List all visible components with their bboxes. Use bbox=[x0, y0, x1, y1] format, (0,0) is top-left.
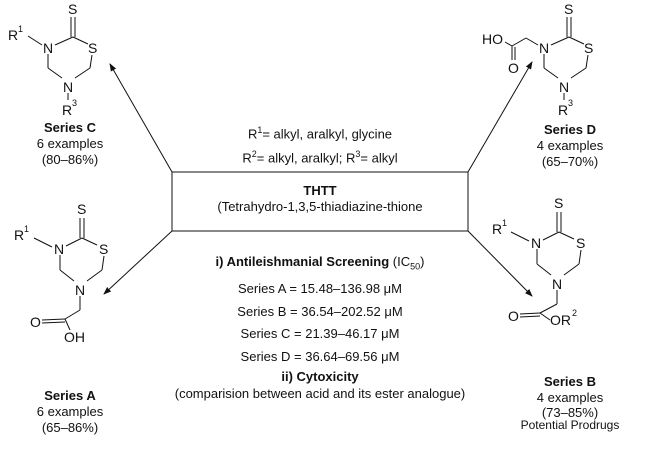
series-d-label: Series D 4 examples (65–70%) bbox=[520, 122, 620, 170]
svg-text:1: 1 bbox=[502, 218, 507, 228]
svg-text:S: S bbox=[77, 201, 86, 217]
thtt-subtitle: (Tetrahydro-1,3,5-thiadiazine-thione bbox=[217, 199, 423, 214]
arrow-to-series-a bbox=[103, 230, 173, 295]
arrow-to-series-c bbox=[109, 63, 173, 173]
series-a-examples: 6 examples bbox=[36, 404, 104, 419]
svg-text:O: O bbox=[30, 314, 41, 330]
series-a-label: Series A 6 examples (65–86%) bbox=[20, 388, 120, 436]
svg-text:OH: OH bbox=[64, 329, 85, 345]
svg-text:N: N bbox=[531, 235, 541, 251]
svg-text:R: R bbox=[8, 27, 18, 43]
series-d-yield: (65–70%) bbox=[541, 154, 599, 169]
svg-text:N: N bbox=[63, 79, 73, 95]
thtt-title: THTT bbox=[303, 183, 337, 198]
svg-text:R: R bbox=[558, 102, 568, 118]
screening-row-b: Series B = 36.54–202.52 μM bbox=[237, 303, 403, 319]
substituent-line-2: R2= alkyl, aralkyl; R3= alkyl bbox=[242, 149, 398, 166]
svg-text:N: N bbox=[552, 276, 562, 292]
svg-text:HO: HO bbox=[482, 31, 503, 47]
substituent-definitions: R1= alkyl, aralkyl, glycine R2= alkyl, a… bbox=[172, 122, 468, 167]
svg-text:R: R bbox=[492, 221, 502, 237]
svg-text:N: N bbox=[54, 241, 64, 257]
svg-text:O: O bbox=[508, 60, 519, 76]
series-d-name: Series D bbox=[543, 122, 597, 137]
arrow-to-series-b bbox=[467, 230, 533, 297]
substituent-line-1: R1= alkyl, aralkyl, glycine bbox=[247, 125, 393, 142]
svg-text:R: R bbox=[62, 102, 72, 118]
svg-text:3: 3 bbox=[72, 98, 77, 108]
series-b-examples: 4 examples bbox=[536, 390, 604, 405]
cytotoxicity-text: (comparision between acid and its ester … bbox=[174, 386, 466, 402]
svg-text:S: S bbox=[576, 235, 585, 251]
svg-text:3: 3 bbox=[568, 98, 573, 108]
svg-text:1: 1 bbox=[24, 224, 29, 234]
center-box bbox=[171, 171, 469, 232]
svg-text:S: S bbox=[68, 1, 77, 17]
series-c-label: Series C 6 examples (80–86%) bbox=[20, 120, 120, 168]
svg-text:S: S bbox=[554, 195, 563, 211]
series-b-name: Series B bbox=[543, 374, 597, 389]
svg-text:S: S bbox=[99, 241, 108, 257]
series-b-label: Series B 4 examples (73–85%) Potential P… bbox=[490, 374, 650, 432]
series-a-name: Series A bbox=[44, 388, 96, 403]
series-c-yield: (80–86%) bbox=[41, 152, 99, 167]
cytotoxicity-heading: ii) Cytoxicity bbox=[281, 369, 359, 385]
svg-text:S: S bbox=[88, 40, 97, 56]
svg-text:N: N bbox=[559, 79, 569, 95]
screening-row-a: Series A = 15.48–136.98 μM bbox=[238, 281, 402, 297]
series-c-examples: 6 examples bbox=[36, 136, 104, 151]
screening-row-d: Series D = 36.64–69.56 μM bbox=[240, 348, 400, 364]
svg-text:N: N bbox=[43, 40, 53, 56]
series-b-yield: (73–85%) bbox=[541, 405, 599, 420]
svg-text:1: 1 bbox=[18, 24, 23, 34]
svg-text:O: O bbox=[508, 308, 519, 324]
svg-text:S: S bbox=[564, 1, 573, 17]
svg-text:N: N bbox=[539, 40, 549, 56]
series-a-yield: (65–86%) bbox=[41, 420, 99, 435]
screening-heading: i) Antileishmanial Screening (IC50) bbox=[215, 254, 425, 272]
svg-text:N: N bbox=[75, 282, 85, 298]
arrow-to-series-d bbox=[467, 61, 533, 173]
series-d-examples: 4 examples bbox=[536, 138, 604, 153]
svg-text:R: R bbox=[14, 227, 24, 243]
series-c-name: Series C bbox=[43, 120, 97, 135]
center-box-text: THTT (Tetrahydro-1,3,5-thiadiazine-thion… bbox=[172, 183, 468, 215]
svg-text:S: S bbox=[584, 40, 593, 56]
svg-text:2: 2 bbox=[572, 308, 577, 318]
screening-row-c: Series C = 21.39–46.17 μM bbox=[240, 326, 400, 342]
screening-block: i) Antileishmanial Screening (IC50) Seri… bbox=[150, 251, 490, 402]
svg-text:OR: OR bbox=[550, 312, 571, 328]
series-b-note: Potential Prodrugs bbox=[520, 418, 620, 432]
